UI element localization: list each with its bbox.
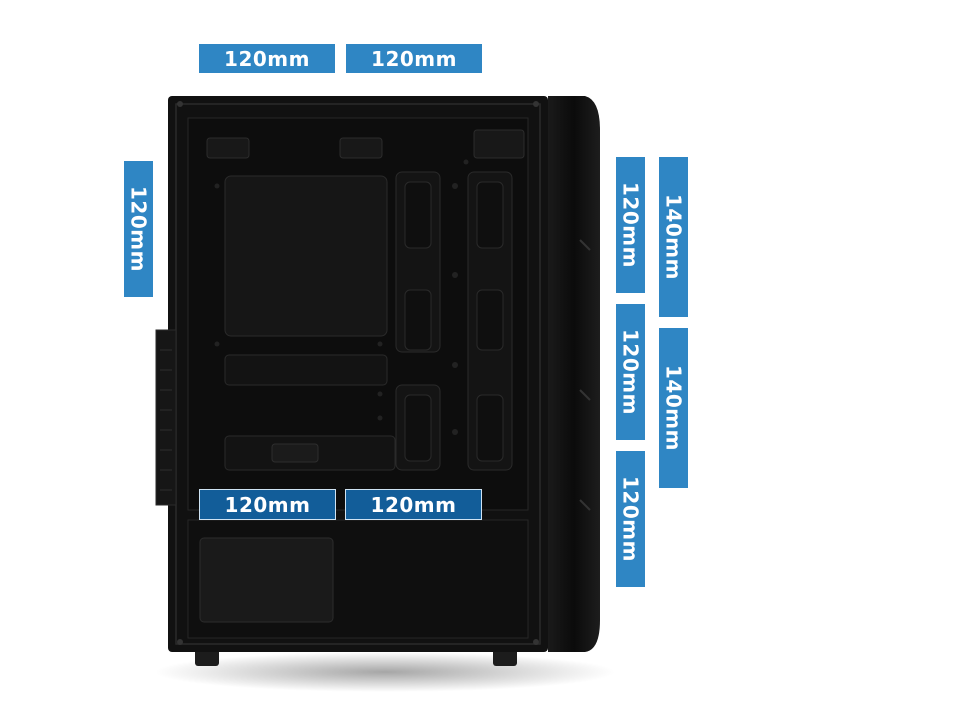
psu-window [199, 537, 334, 623]
fan-label-front-140-2: 140mm [659, 328, 688, 488]
case-front-panel [548, 96, 600, 652]
cpu-cutout [224, 175, 388, 337]
expansion-slots [155, 329, 177, 506]
fan-label-bottom-left: 120mm [199, 489, 336, 520]
fan-label-front-140-1: 140mm [659, 157, 688, 317]
fan-label-rear: 120mm [124, 161, 153, 297]
fan-label-top-right: 120mm [346, 44, 482, 73]
fan-label-front-120-1: 120mm [616, 157, 645, 293]
case-shadow [155, 652, 615, 692]
case-foot-left [195, 648, 219, 666]
fan-label-top-left: 120mm [199, 44, 335, 73]
fan-label-front-120-3: 120mm [616, 451, 645, 587]
fan-label-front-120-2: 120mm [616, 304, 645, 440]
case-foot-right [493, 648, 517, 666]
fan-label-bottom-right: 120mm [345, 489, 482, 520]
